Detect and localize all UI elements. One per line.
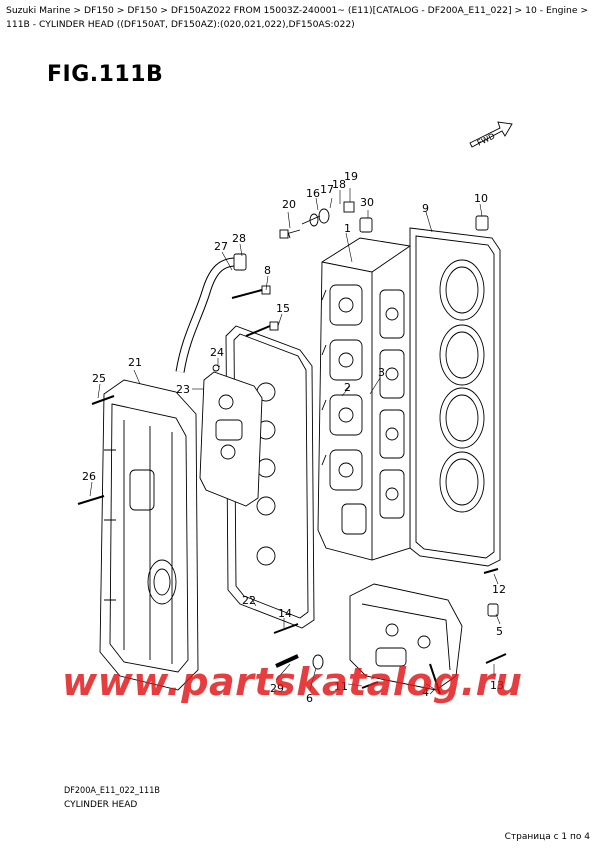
callout-labels: 1 2 3 4 5 6 8 9 10 11 12 13 14 15 16 17 …: [82, 170, 506, 705]
callout-24[interactable]: 24: [210, 346, 224, 359]
callout-17[interactable]: 17: [320, 183, 334, 196]
callout-14[interactable]: 14: [278, 607, 292, 620]
breadcrumb[interactable]: Suzuki Marine > DF150 > DF150 > DF150AZ0…: [6, 5, 589, 30]
callout-30[interactable]: 30: [360, 196, 374, 209]
callout-19[interactable]: 19: [344, 170, 358, 183]
callout-9[interactable]: 9: [422, 202, 429, 215]
watermark: www.partskatalog.ru: [62, 660, 523, 704]
callout-13[interactable]: 13: [490, 679, 504, 692]
cylinder-head-cover: [99, 379, 199, 691]
callout-26[interactable]: 26: [82, 470, 96, 483]
figure-name: CYLINDER HEAD: [64, 800, 138, 810]
callout-1[interactable]: 1: [344, 222, 351, 235]
page-info: Страница с 1 по 4: [504, 832, 590, 842]
callout-29[interactable]: 29: [270, 682, 284, 695]
fwd-label: FWD: [476, 132, 497, 148]
figure-title: FIG.111B: [47, 62, 164, 87]
callout-20[interactable]: 20: [282, 198, 296, 211]
callout-16[interactable]: 16: [306, 187, 320, 200]
callout-23[interactable]: 23: [176, 383, 190, 396]
callout-11[interactable]: 11: [334, 680, 348, 693]
callout-25[interactable]: 25: [92, 372, 106, 385]
callout-21[interactable]: 21: [128, 356, 142, 369]
callout-8[interactable]: 8: [264, 264, 271, 277]
callout-27[interactable]: 27: [214, 240, 228, 253]
callout-18[interactable]: 18: [332, 178, 346, 191]
leader-lines: [89, 188, 501, 695]
callout-10[interactable]: 10: [474, 192, 488, 205]
fwd-arrow-icon: [469, 121, 513, 148]
lower-bracket: [349, 583, 463, 695]
callout-15[interactable]: 15: [276, 302, 290, 315]
callout-22[interactable]: 22: [242, 594, 256, 607]
callout-28[interactable]: 28: [232, 232, 246, 245]
head-gasket: [409, 227, 501, 567]
callout-3[interactable]: 3: [378, 366, 385, 379]
cylinder-head: [317, 237, 411, 561]
bolts: [77, 201, 507, 670]
callout-5[interactable]: 5: [496, 625, 503, 638]
callout-12[interactable]: 12: [492, 583, 506, 596]
callout-6[interactable]: 6: [306, 692, 313, 705]
figure-code: DF200A_E11_022_111B: [64, 786, 160, 796]
callout-4[interactable]: 4: [422, 686, 429, 699]
breather-hose: [175, 253, 247, 373]
callout-2[interactable]: 2: [344, 381, 351, 394]
plate-gasket: [199, 371, 263, 507]
